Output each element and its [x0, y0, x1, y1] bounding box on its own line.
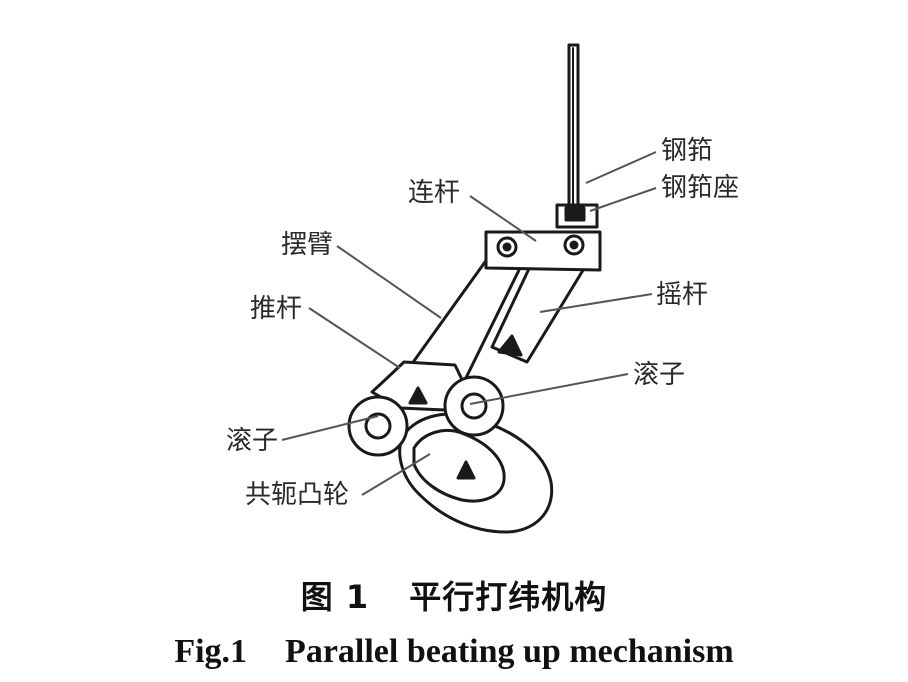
conjugate-cam-part: [398, 412, 554, 534]
link-bar-part: [484, 230, 602, 272]
label-push-rod: 推杆: [250, 294, 303, 324]
figure-number-chinese: 图 1: [300, 578, 370, 616]
label-left-roller: 滚子: [226, 426, 279, 456]
figure-caption-english: Fig.1 Parallel beating up mechanism: [0, 633, 908, 671]
label-right-roller: 滚子: [633, 360, 686, 390]
reed-part: [567, 43, 580, 215]
label-rocker: 摇杆: [656, 280, 709, 310]
left-roller-part: [347, 395, 409, 457]
right-roller-part: [443, 375, 505, 437]
figure-caption-chinese: 图 1 平行打纬机构: [0, 572, 908, 618]
figure-title-english: Parallel beating up mechanism: [285, 633, 734, 670]
leader-lines: [281, 151, 657, 496]
push-rod-pivot: [408, 386, 428, 405]
reed-seat-part: [555, 203, 599, 229]
figure-title-chinese: 平行打纬机构: [409, 578, 608, 616]
label-reed-seat: 钢筘座: [661, 173, 740, 203]
label-swing-arm: 摆臂: [281, 230, 334, 260]
label-reed: 钢筘: [661, 136, 714, 166]
label-link-bar: 连杆: [408, 178, 461, 208]
figure-number-english: Fig.1: [174, 633, 248, 670]
label-conjugate-cam: 共轭凸轮: [245, 480, 350, 510]
